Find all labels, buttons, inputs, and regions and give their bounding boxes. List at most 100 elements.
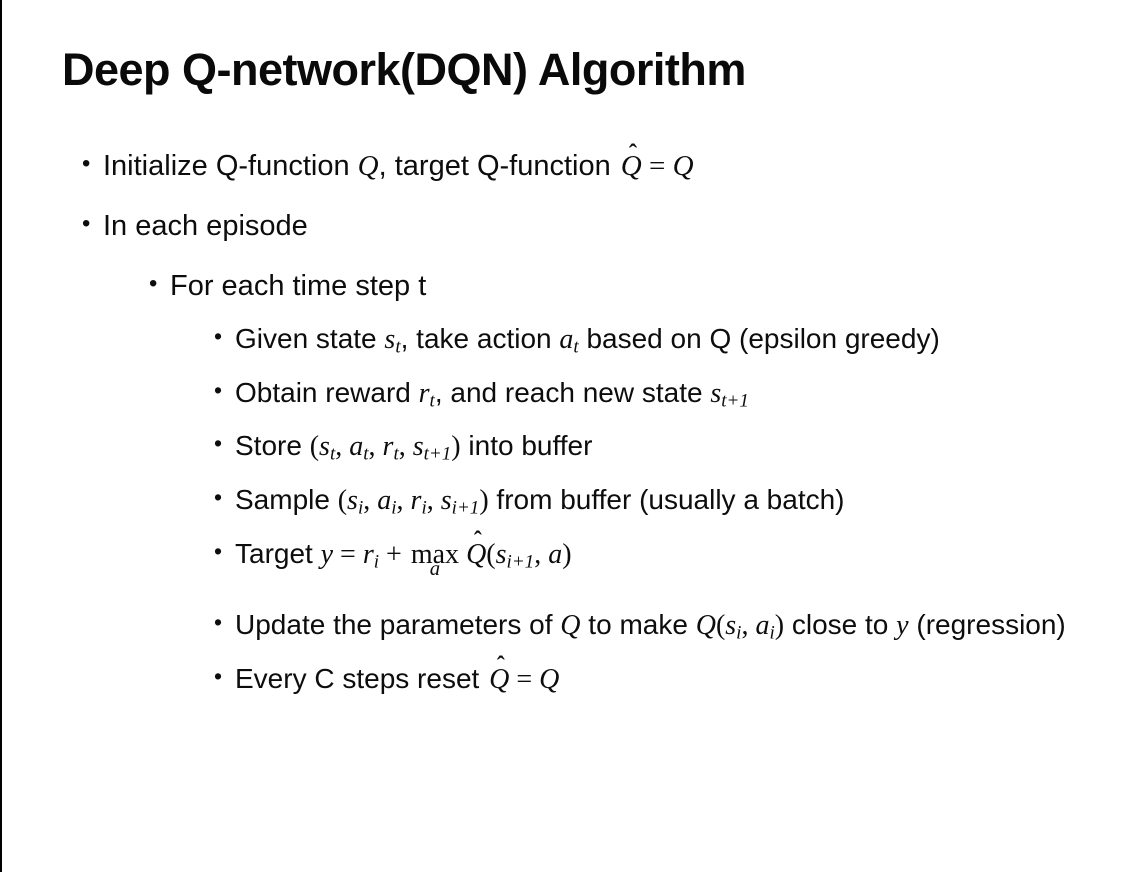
bullet-text: In each episode [103, 206, 1076, 247]
math-segment: = [509, 663, 540, 695]
operator-underscript: a [429, 558, 441, 581]
bullet-dot-icon: • [214, 376, 223, 403]
math-segment: ) [562, 538, 572, 570]
math-segment: Q [695, 610, 716, 642]
text-segment: close to [784, 609, 897, 641]
text-segment: (regression) [908, 609, 1066, 641]
bullet-dot-icon: • [214, 609, 223, 636]
math-var-with-subscript: at [559, 324, 579, 358]
hat-accent-icon: ˆ [473, 528, 482, 555]
math-var-with-subscript: si+1 [496, 539, 535, 573]
math-segment: , [534, 538, 549, 570]
text-segment: Given state [235, 323, 385, 355]
math-segment: ) [479, 485, 489, 517]
math-subscript: t [395, 336, 401, 358]
math-var-with-subscript: rt [418, 377, 435, 412]
slide-title: Deep Q-network(DQN) Algorithm [62, 44, 746, 95]
math-var-with-subscript: st [384, 324, 401, 358]
hat-accent-icon: ˆ [496, 653, 505, 680]
bullet-text: Initialize Q-function Q, target Q-functi… [103, 140, 1076, 187]
text-segment: Initialize Q-function [103, 149, 358, 182]
math-segment: = [641, 149, 673, 182]
bullet-text: Obtain reward rt, and reach new state st… [235, 373, 1076, 415]
bullet-dot-icon: • [214, 662, 223, 689]
text-segment: Sample [235, 484, 338, 516]
math-subscript: t [573, 336, 579, 358]
math-subscript: i [373, 551, 380, 573]
bullet-item: • In each episode [82, 206, 1076, 247]
math-var: r [418, 377, 430, 409]
math-var: s [347, 485, 358, 517]
math-var: s [710, 377, 722, 409]
math-var-with-subscript: ai [377, 485, 396, 519]
math-var: s [384, 324, 396, 356]
math-var: Q [489, 663, 510, 695]
math-var: r [410, 485, 422, 517]
math-var-with-subscript: ri [410, 485, 427, 519]
math-segment: , [741, 610, 756, 642]
math-segment: ( [309, 431, 320, 463]
math-segment: y [896, 610, 909, 642]
math-var: r [382, 431, 394, 463]
math-var: a [559, 324, 574, 356]
math-subscript: i [357, 497, 364, 519]
math-segment: ( [715, 610, 726, 642]
math-subscript: t+1 [423, 444, 452, 466]
bullet-dot-icon: • [82, 209, 91, 237]
math-subscript: t+1 [721, 390, 749, 412]
math-segment: , [398, 431, 413, 463]
math-subscript: t [429, 390, 435, 412]
text-segment: In each episode [103, 209, 308, 242]
math-var-with-subscript: ai [755, 610, 775, 644]
math-segment: , [396, 485, 411, 517]
math-var-with-subscript: at [349, 431, 369, 466]
math-subscript: i+1 [451, 497, 480, 519]
math-var: a [349, 431, 364, 463]
bullet-item: • For each time step t [149, 266, 1076, 307]
text-segment: Every C steps reset [235, 662, 488, 694]
bullet-dot-icon: • [214, 537, 223, 564]
math-subscript: i [736, 622, 742, 644]
bullet-dot-icon: • [214, 323, 223, 350]
math-segment: , [368, 431, 383, 463]
math-subscript: t [393, 444, 399, 466]
bullet-item: •Update the parameters of Q to make Q(si… [214, 605, 1076, 647]
math-var: s [319, 431, 330, 463]
math-var-with-subscript: rt [382, 431, 399, 466]
bullet-dot-icon: • [214, 430, 223, 457]
math-var: s [440, 485, 452, 517]
bullet-text: For each time step t [170, 266, 1076, 307]
bullet-dot-icon: • [149, 270, 158, 298]
math-var-with-subscript: si [725, 610, 742, 644]
text-segment: into buffer [460, 430, 593, 462]
math-segment: ( [486, 538, 496, 570]
math-var: Q [620, 149, 642, 182]
math-segment: = [333, 538, 363, 570]
math-var: a [377, 485, 392, 517]
math-segment: + [379, 538, 409, 570]
bullet-item: •Given state st, take action at based on… [214, 319, 1076, 361]
text-segment: For each time step t [170, 270, 427, 303]
text-segment: based on Q (epsilon greedy) [578, 323, 940, 355]
math-subscript: t [329, 444, 336, 466]
math-segment: Q [357, 149, 379, 182]
math-var: a [755, 610, 770, 642]
math-subscript: t [363, 444, 369, 466]
text-segment: , take action [400, 323, 560, 355]
math-segment: , [426, 485, 441, 517]
math-var-with-subscript: si [347, 485, 364, 519]
text-segment: to make [580, 609, 696, 641]
math-var: r [362, 538, 374, 570]
math-var: Q [466, 538, 487, 570]
math-segment: , [363, 485, 378, 517]
math-var-with-subscript: st+1 [710, 377, 749, 412]
math-subscript: i [769, 622, 775, 644]
hat-accent-icon: ˆ [628, 139, 638, 167]
math-var-with-subscript: ri [362, 538, 380, 573]
